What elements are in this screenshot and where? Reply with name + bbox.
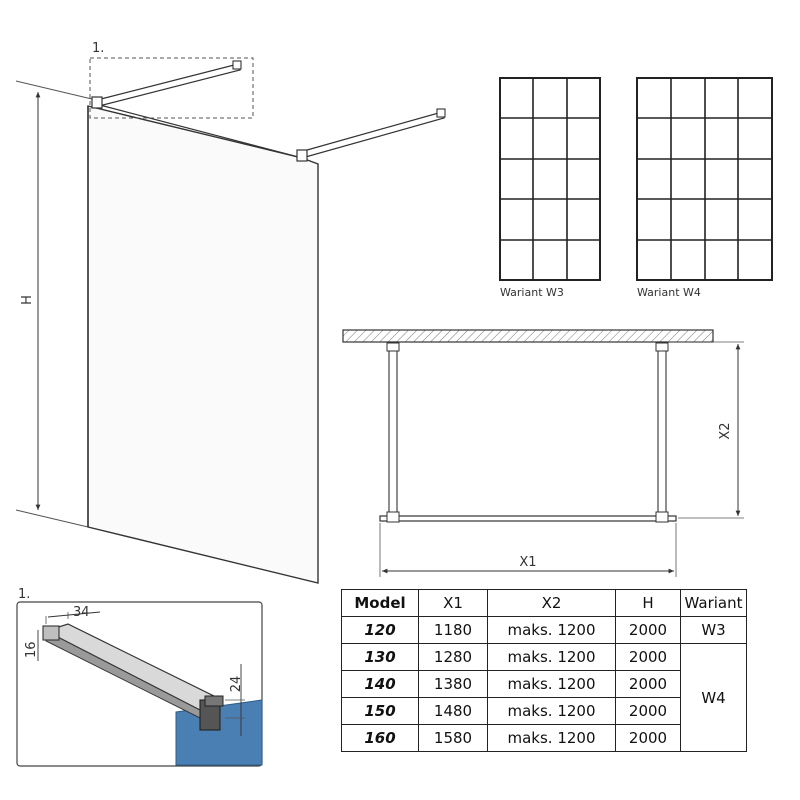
x1-dimension-label: X1 — [519, 555, 536, 570]
cell-h: 2000 — [615, 697, 681, 725]
cell-x1: 1380 — [418, 670, 488, 698]
table-header-row: Model X1 X2 H Wariant — [341, 589, 747, 617]
inset-callout-label: 1. — [18, 587, 30, 602]
model-spec-table: Model X1 X2 H Wariant 120 1180 maks. 120… — [341, 589, 747, 752]
table-row: 160 1580 maks. 1200 2000 — [341, 724, 747, 752]
table-row: 150 1480 maks. 1200 2000 — [341, 697, 747, 725]
height-dimension-label: H — [20, 295, 35, 305]
table-row: 140 1380 maks. 1200 2000 — [341, 670, 747, 698]
cell-h: 2000 — [615, 670, 681, 698]
variant-w4-grid: Wariant W4 — [636, 77, 773, 299]
detail-height-dimension: 16 — [24, 641, 39, 658]
variant-w3-grid: Wariant W3 — [499, 77, 601, 299]
header-model: Model — [341, 589, 419, 617]
header-x1: X1 — [418, 589, 488, 617]
detail-bracket-dimension: 24 — [229, 676, 244, 693]
cell-wariant: W3 — [680, 616, 747, 644]
detail-callout-box — [89, 57, 254, 119]
cell-x1: 1180 — [418, 616, 488, 644]
cell-model: 160 — [341, 724, 419, 752]
detail-callout-label: 1. — [92, 41, 104, 56]
variant-w4-label: Wariant W4 — [637, 286, 701, 299]
detail-width-dimension: 34 — [73, 605, 90, 620]
cell-x1: 1280 — [418, 643, 488, 671]
cell-model: 150 — [341, 697, 419, 725]
variant-w3-label: Wariant W3 — [500, 286, 564, 299]
cell-model: 130 — [341, 643, 419, 671]
ceiling-hatch — [342, 329, 714, 343]
header-x2: X2 — [487, 589, 616, 617]
cell-x1: 1480 — [418, 697, 488, 725]
cell-x2: maks. 1200 — [487, 616, 616, 644]
cell-h: 2000 — [615, 643, 681, 671]
table-row: 130 1280 maks. 1200 2000 W4 — [341, 643, 747, 752]
cell-x2: maks. 1200 — [487, 697, 616, 725]
cell-x1: 1580 — [418, 724, 488, 752]
shower-panel-perspective: 1. H — [15, 41, 446, 584]
header-wariant: Wariant — [680, 589, 747, 617]
cell-x2: maks. 1200 — [487, 670, 616, 698]
table-row: 120 1180 maks. 1200 2000 W3 — [341, 616, 747, 644]
x2-dimension-label: X2 — [718, 422, 733, 439]
header-h: H — [615, 589, 681, 617]
cell-model: 140 — [341, 670, 419, 698]
cell-h: 2000 — [615, 724, 681, 752]
cell-wariant: W4 — [680, 643, 747, 752]
cell-x2: maks. 1200 — [487, 643, 616, 671]
cell-h: 2000 — [615, 616, 681, 644]
cell-x2: maks. 1200 — [487, 724, 616, 752]
top-view-drawing: X2 X1 — [342, 329, 744, 577]
cell-model: 120 — [341, 616, 419, 644]
detail-inset: 1. 34 16 24 — [16, 587, 263, 767]
